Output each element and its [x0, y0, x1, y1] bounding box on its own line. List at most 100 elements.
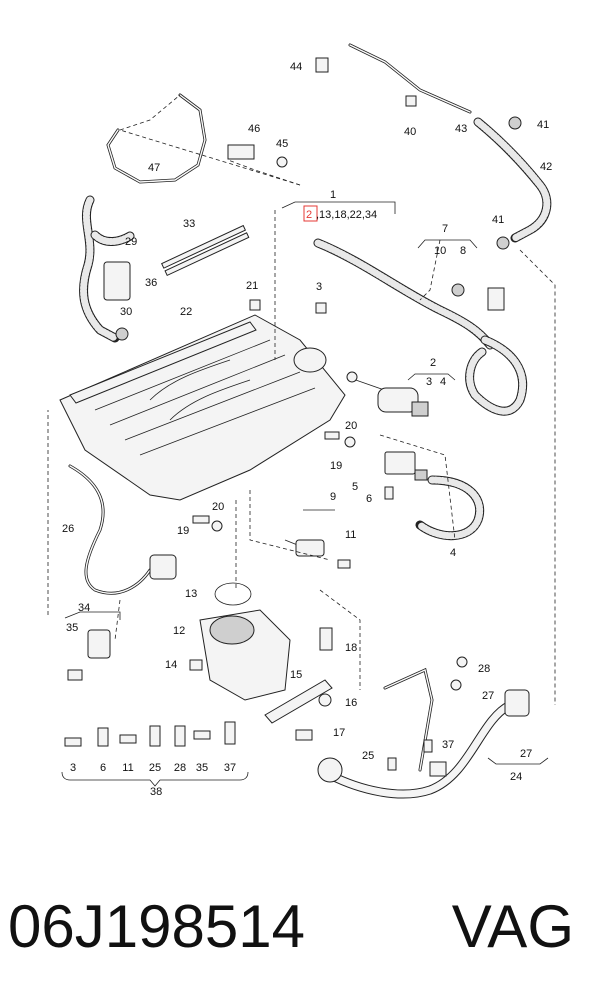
- callout-27-lower: 27: [520, 748, 532, 760]
- kit-38-fasteners: [61, 721, 249, 787]
- washer-20-lower-icon: [211, 520, 223, 532]
- callout-33: 33: [183, 218, 195, 230]
- callout-41-upper: 41: [537, 119, 549, 131]
- bolt-19-lower-icon: [192, 515, 210, 524]
- bracket-2-line: [407, 373, 456, 381]
- callout-10: 10: [434, 245, 446, 257]
- kit-38-label: 25: [149, 762, 161, 774]
- bolt-37-icon: [423, 739, 433, 753]
- callout-1: 1: [330, 189, 336, 201]
- callout-2-ref-a: 3: [426, 376, 432, 388]
- washer-20-upper-icon: [344, 436, 356, 448]
- callout-20-upper: 20: [345, 420, 357, 432]
- callout-17: 17: [333, 727, 345, 739]
- nut-16-icon: [318, 693, 332, 707]
- callout-12: 12: [173, 625, 185, 637]
- callout-19-lower: 19: [177, 525, 189, 537]
- brand: VAG: [451, 893, 574, 960]
- callout-42: 42: [540, 161, 552, 173]
- callout-1-refs: ,13,18,22,34: [316, 209, 377, 221]
- callout-16: 16: [345, 697, 357, 709]
- callout-46: 46: [248, 123, 260, 135]
- kit-bolt-28-icon: [174, 725, 186, 747]
- bolt-25-icon: [387, 757, 397, 771]
- wiring-26: [68, 464, 177, 595]
- callout-4: 4: [450, 547, 456, 559]
- clamp-27-icon: [429, 761, 447, 777]
- highlight-box: [303, 205, 318, 222]
- hose-1: [313, 238, 495, 350]
- throttle-body-12: [189, 582, 291, 701]
- sensor-9: [284, 539, 351, 569]
- callout-2: 2: [430, 357, 436, 369]
- callout-15: 15: [290, 669, 302, 681]
- seal-13-icon: [214, 582, 252, 606]
- bolt-3-icon: [315, 302, 327, 314]
- callout-44: 44: [290, 61, 302, 73]
- kit-bolt-35-icon: [193, 730, 211, 740]
- kit-38-label: 28: [174, 762, 186, 774]
- callout-26: 26: [62, 523, 74, 535]
- callout-20-lower: 20: [212, 501, 224, 513]
- callout-labels: 1 2 ,13,18,22,34 2 3 4 3 4 5 6 7 8 9 10 …: [62, 61, 552, 798]
- hose-7: [451, 283, 528, 416]
- callout-6: 6: [366, 493, 372, 505]
- kit-38-label: 11: [122, 762, 133, 774]
- callout-5: 5: [352, 481, 358, 493]
- bolt-11-right-icon: [337, 559, 351, 569]
- callout-28: 28: [478, 663, 490, 675]
- solenoid-valve-5: [384, 451, 428, 500]
- callout-36: 36: [145, 277, 157, 289]
- leader-lines: [47, 94, 556, 705]
- kit-38-label: 3: [70, 762, 76, 774]
- bolt-14-icon: [189, 659, 203, 671]
- washer-27-icon: [450, 679, 462, 691]
- callout-7: 7: [442, 223, 448, 235]
- callout-22: 22: [180, 306, 192, 318]
- callout-24: 24: [510, 771, 522, 783]
- bracket-1-line: [281, 201, 396, 214]
- callout-47: 47: [148, 162, 160, 174]
- clamp-30-icon: [115, 327, 129, 341]
- bracket-36-icon: [103, 261, 131, 301]
- callout-38: 38: [150, 786, 162, 798]
- callout-35: 35: [66, 622, 78, 634]
- bolt-40-icon: [405, 95, 417, 107]
- bolt-19-upper-icon: [324, 431, 340, 440]
- kit-38-label: 37: [224, 762, 236, 774]
- intake-manifold: [59, 314, 346, 501]
- callout-3: 3: [316, 281, 322, 293]
- callout-14: 14: [165, 659, 177, 671]
- bracket-24-line: [487, 757, 549, 765]
- kit-38-label: 6: [100, 762, 106, 774]
- clip-44-icon: [315, 57, 329, 73]
- bolt-6-icon: [384, 486, 394, 500]
- clamp-41-bottom-icon: [496, 236, 510, 250]
- callout-43: 43: [455, 123, 467, 135]
- footer: 06J198514 VAG: [0, 872, 600, 982]
- sender-34: [67, 629, 111, 681]
- holder-8-icon: [487, 287, 505, 311]
- callout-27-upper: 27: [482, 690, 494, 702]
- exploded-parts-diagram: 1 2 ,13,18,22,34 2 3 4 3 4 5 6 7 8 9 10 …: [47, 43, 556, 799]
- clamp-10-icon: [451, 283, 465, 297]
- callout-45: 45: [276, 138, 288, 150]
- clamp-41-top-icon: [508, 116, 522, 130]
- left-hose-29: [79, 195, 135, 343]
- callout-2-ref-b: 4: [440, 376, 446, 388]
- bolt-21-icon: [249, 299, 261, 311]
- callout-25: 25: [362, 750, 374, 762]
- breather-hose-assembly: [106, 43, 552, 250]
- throttle-flange-icon: [293, 347, 327, 373]
- callout-34: 34: [78, 602, 90, 614]
- bracket-7-line: [417, 239, 478, 249]
- kit-bolt-11-icon: [119, 734, 137, 744]
- bolt-35-icon: [67, 669, 83, 681]
- callout-21: 21: [246, 280, 258, 292]
- kit-bolt-25-icon: [149, 725, 161, 747]
- part-number: 06J198514: [8, 893, 305, 960]
- valve-46-icon: [227, 144, 255, 160]
- callout-9: 9: [330, 491, 336, 503]
- kit-bolt-37-icon: [224, 721, 236, 745]
